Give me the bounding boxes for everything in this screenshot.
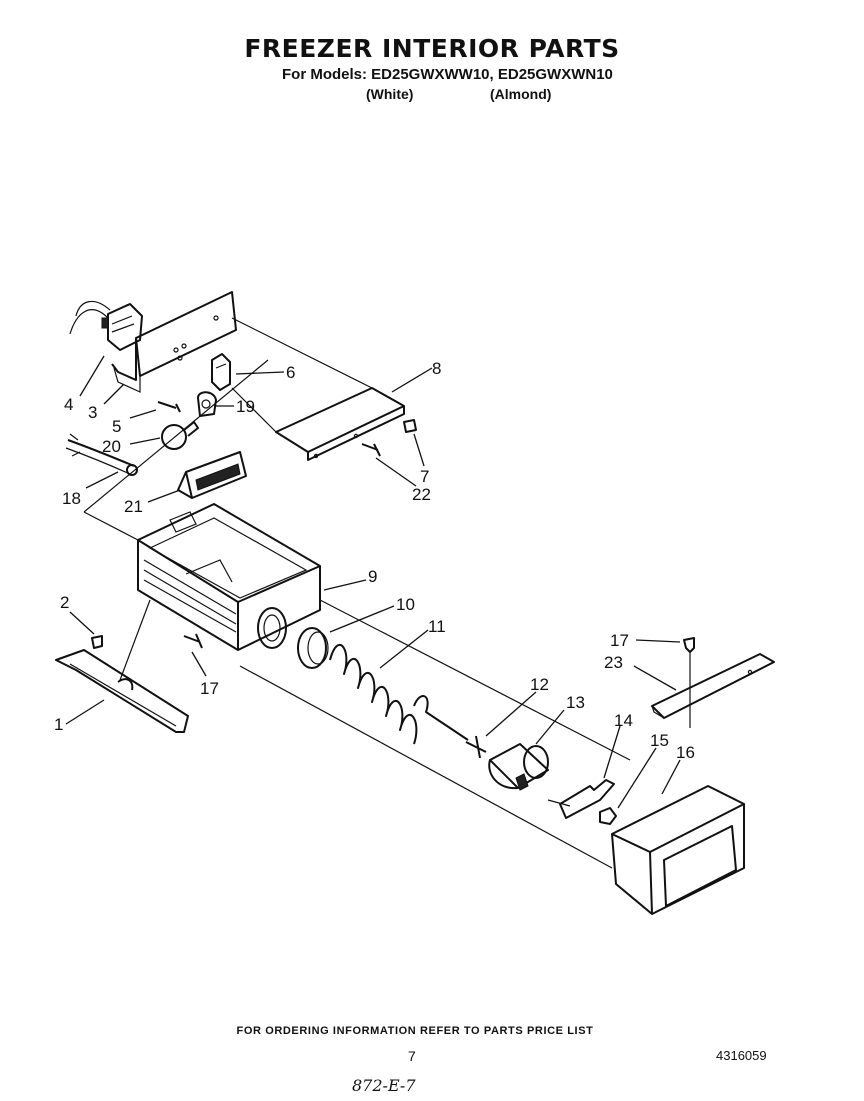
callout-2: 2 [60, 593, 69, 612]
callout-16: 16 [676, 743, 695, 762]
part-17-screw-lower [183, 633, 203, 649]
part-9-ice-bin [137, 503, 321, 651]
callout-22: 22 [412, 485, 431, 504]
part-23-deflector [651, 653, 775, 719]
part-15-nut [599, 807, 617, 825]
callout-5: 5 [112, 417, 121, 436]
ordering-note: FOR ORDERING INFORMATION REFER TO PARTS … [236, 1025, 594, 1037]
page-title: FREEZER INTERIOR PARTS [244, 34, 620, 63]
part-4-motor [69, 300, 143, 351]
part-14-blade [547, 779, 615, 819]
callout-7: 7 [420, 467, 429, 486]
leader-lines [65, 355, 681, 809]
variant-white: (White) [366, 86, 414, 102]
variant-almond: (Almond) [490, 86, 552, 102]
part-17-screw-upper [683, 637, 695, 728]
callout-4: 4 [64, 395, 73, 414]
callout-14: 14 [614, 711, 633, 730]
part-10-flange [297, 627, 329, 669]
part-3-housing [111, 291, 237, 393]
callout-10: 10 [396, 595, 415, 614]
part-19-socket [197, 391, 217, 417]
callout-11: 11 [428, 617, 446, 636]
callout-15: 15 [650, 731, 669, 750]
callout-1: 1 [54, 715, 63, 734]
models-line: For Models: ED25GWXWW10, ED25GWXWN10 [282, 66, 613, 83]
part-6-clip [211, 353, 231, 391]
part-20-bulb [161, 421, 199, 450]
callout-19: 19 [236, 397, 255, 416]
callout-20: 20 [102, 437, 121, 456]
part-2-screw [91, 635, 103, 649]
part-16-chute [611, 785, 745, 915]
callout-9: 9 [368, 567, 377, 586]
part-13-crusher [488, 743, 549, 791]
part-5-screw [157, 401, 181, 413]
assembly-lines [83, 317, 631, 869]
callout-17-upper: 17 [610, 631, 629, 650]
part-8-cover-plate [275, 387, 405, 461]
callout-13: 13 [566, 693, 585, 712]
document-number: 4316059 [716, 1048, 767, 1063]
page-number: 7 [408, 1048, 416, 1064]
callout-23: 23 [604, 653, 623, 672]
callout-21: 21 [124, 497, 143, 516]
part-1-mounting-bracket [55, 649, 189, 733]
part-22-screw [361, 443, 381, 457]
part-7-screw [403, 419, 417, 433]
callout-labels: 4 3 5 20 19 6 8 7 22 18 21 9 10 11 2 17 … [54, 359, 695, 762]
part-12-impeller [465, 735, 487, 759]
callout-8: 8 [432, 359, 441, 378]
callout-18: 18 [62, 489, 81, 508]
handwritten-note: 872-E-7 [352, 1076, 416, 1095]
callout-6: 6 [286, 363, 295, 382]
callout-3: 3 [88, 403, 97, 422]
part-18-wire-harness [65, 433, 138, 476]
callout-17-lower: 17 [200, 679, 219, 698]
callout-12: 12 [530, 675, 549, 694]
part-21-lamp-cover [177, 451, 247, 499]
part-11-auger-spring [329, 643, 469, 745]
